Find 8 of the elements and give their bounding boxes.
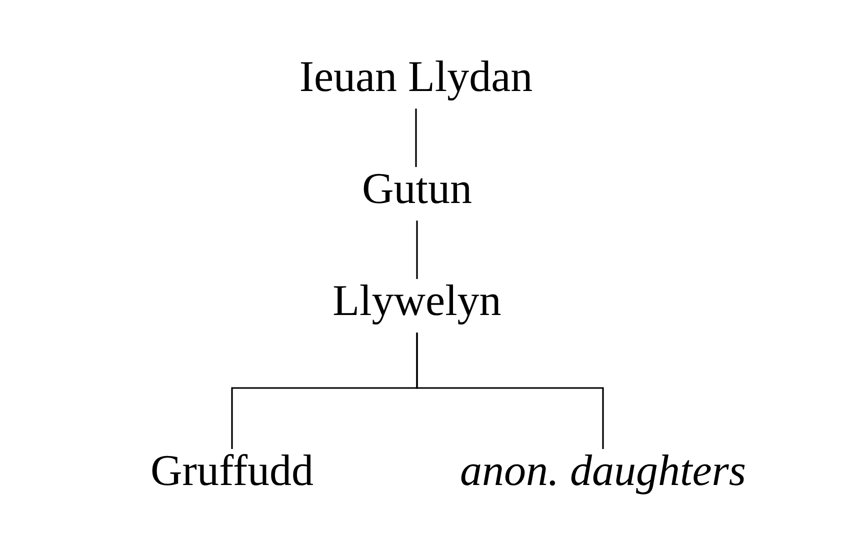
person-name: Gruffudd xyxy=(150,446,314,497)
person-name: Gutun xyxy=(362,164,472,215)
connector-line xyxy=(415,108,417,167)
person-name: Llywelyn xyxy=(332,276,502,327)
connector-line xyxy=(416,332,604,449)
connector-line xyxy=(416,220,418,279)
person-name: Ieuan Llydan xyxy=(299,52,533,103)
person-name: anon. daughters xyxy=(460,446,746,497)
